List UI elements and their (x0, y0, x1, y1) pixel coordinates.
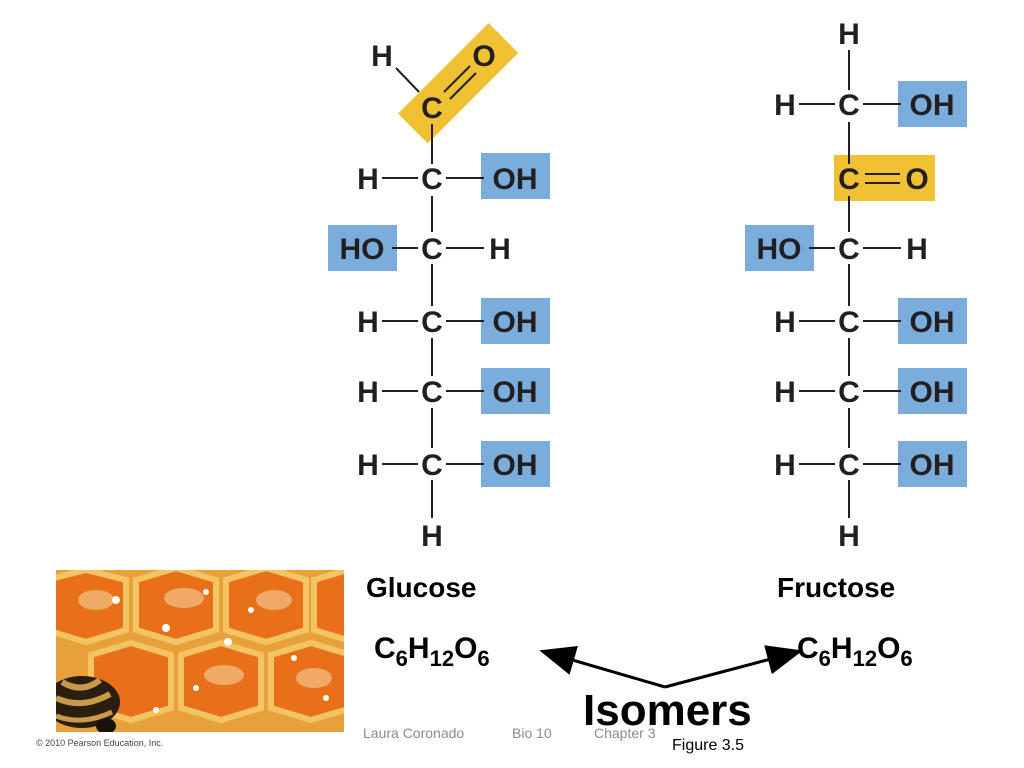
formula-carbon: C (374, 632, 396, 665)
footer-chapter: Chapter 3 (594, 725, 656, 741)
copyright-credit: © 2010 Pearson Education, Inc. (36, 738, 164, 748)
formula-hydrogen-count: 12 (429, 646, 455, 671)
formula-hydrogen: H (830, 632, 853, 665)
fructose-atom-h: H (906, 233, 928, 266)
glucose-double-bond-b (449, 72, 477, 100)
fructose-oh-highlight-4 (898, 298, 967, 344)
glucose-atom-h: H (357, 163, 379, 196)
glucose-atom-c: C (421, 92, 443, 125)
glucose-atom-o: O (472, 40, 495, 73)
glucose-atom-c: C (421, 376, 443, 409)
formula-oxygen: O (877, 632, 901, 665)
glucose-atom-c: C (421, 449, 443, 482)
fructose-atom-oh: OH (910, 376, 955, 409)
fructose-atom-ho: HO (757, 233, 802, 266)
fructose-atom-oh: OH (910, 449, 955, 482)
fructose-atom-h: H (838, 520, 860, 553)
glucose-atom-h: H (357, 306, 379, 339)
isomer-arrow-right (664, 645, 803, 689)
glucose-oh-highlight-6 (481, 441, 550, 487)
glucose-atom-oh: OH (493, 163, 538, 196)
fructose-atom-h: H (838, 18, 860, 51)
footer-author: Laura Coronado (363, 725, 465, 741)
fructose-atom-c: C (838, 89, 860, 122)
glucose-label: Glucose (366, 572, 477, 603)
glucose-oh-highlight-2 (481, 153, 550, 199)
fructose-atom-h: H (774, 89, 796, 122)
isomer-arrow-left (539, 646, 666, 689)
glucose-atom-h: H (357, 376, 379, 409)
glucose-double-bond-a (443, 65, 471, 93)
glucose-atom-oh: OH (493, 449, 538, 482)
glucose-atom-oh: OH (493, 376, 538, 409)
glucose-atom-c: C (421, 163, 443, 196)
fructose-oh-highlight-1 (898, 81, 967, 127)
fructose-formula: C6H12O6 (797, 632, 913, 670)
fructose-atom-c: C (838, 376, 860, 409)
fructose-atom-h: H (774, 376, 796, 409)
formula-hydrogen: H (407, 632, 430, 665)
fructose-label: Fructose (777, 572, 896, 603)
formula-oxygen-count: 6 (477, 646, 490, 671)
fructose-atom-c: C (838, 163, 860, 196)
glucose-atom-oh: OH (493, 306, 538, 339)
fructose-atom-h: H (774, 306, 796, 339)
figure-label: Figure 3.5 (672, 737, 745, 754)
glucose-carbonyl-highlight (398, 23, 519, 144)
fructose-atom-c: C (838, 449, 860, 482)
glucose-atom-h: H (357, 449, 379, 482)
bee-icon (56, 676, 120, 732)
glucose-atom-h: H (489, 233, 511, 266)
fructose-atom-oh: OH (910, 306, 955, 339)
fructose-atom-c: C (838, 306, 860, 339)
fructose-atom-c: C (838, 233, 860, 266)
glucose-formula: C6H12O6 (374, 632, 490, 670)
isomers-title: Isomers (583, 686, 752, 735)
footer-course: Bio 10 (512, 725, 552, 741)
fructose-atom-h: H (774, 449, 796, 482)
formula-carbon-count: 6 (818, 646, 831, 671)
glucose-bond (395, 67, 420, 93)
formula-oxygen: O (454, 632, 478, 665)
glucose-atom-ho: HO (340, 233, 385, 266)
glucose-atom-c: C (421, 306, 443, 339)
fructose-atom-oh: OH (910, 89, 955, 122)
fructose-oh-highlight-6 (898, 441, 967, 487)
fructose-carbonyl-highlight (834, 155, 935, 201)
glucose-oh-highlight-5 (481, 368, 550, 414)
formula-oxygen-count: 6 (900, 646, 913, 671)
formula-carbon: C (797, 632, 819, 665)
glucose-atom-h: H (371, 40, 393, 73)
formula-carbon-count: 6 (395, 646, 408, 671)
glucose-structure: H O C H C OH HO C H H C OH H C OH H C OH… (328, 23, 550, 553)
fructose-atom-o: O (905, 163, 928, 196)
fructose-oh-highlight-5 (898, 368, 967, 414)
glucose-oh-highlight-4 (481, 298, 550, 344)
glucose-atom-c: C (421, 233, 443, 266)
honeycomb-photo (56, 570, 344, 732)
glucose-atom-h: H (421, 520, 443, 553)
fructose-ho-highlight-3 (745, 225, 814, 271)
fructose-structure: H H C OH C O HO C H H C OH H C OH H C OH… (745, 18, 967, 553)
formula-hydrogen-count: 12 (852, 646, 878, 671)
glucose-ho-highlight-3 (328, 225, 397, 271)
